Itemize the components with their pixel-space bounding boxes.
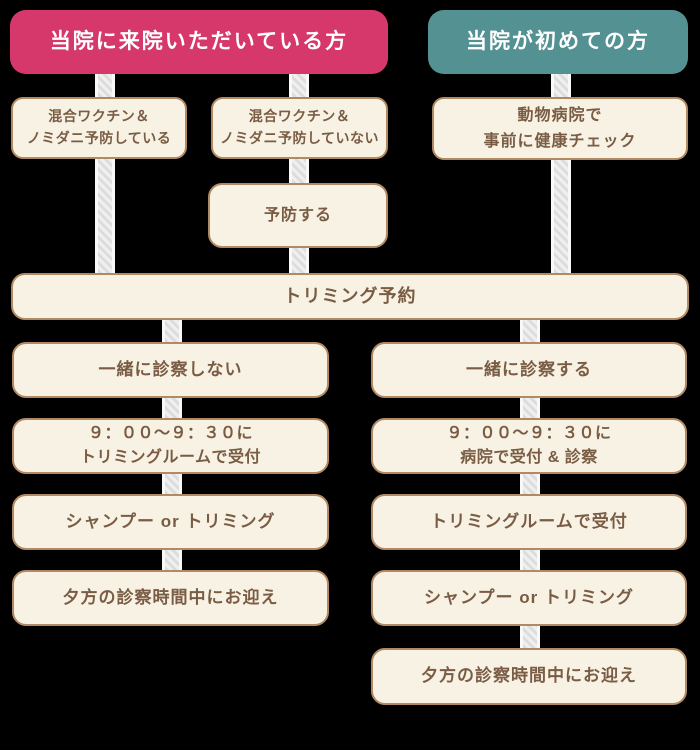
connector: [520, 547, 540, 574]
box-joint-exam: 一緒に診察する: [371, 342, 687, 398]
connector: [162, 547, 182, 574]
connector: [289, 244, 309, 277]
box-right-trimming-room: トリミングルームで受付: [371, 494, 687, 550]
box-right-reception: ９：００～９：３０に 病院で受付 & 診察: [371, 418, 687, 474]
connector: [162, 395, 182, 422]
connector: [551, 70, 571, 100]
box-trimming-reservation: トリミング予約: [11, 273, 689, 320]
connector: [162, 471, 182, 498]
box-right-grooming: シャンプー or トリミング: [371, 570, 687, 626]
connector: [289, 155, 309, 187]
connector: [520, 623, 540, 652]
box-left-reception: ９：００～９：３０に トリミングルームで受付: [12, 418, 329, 474]
connector: [95, 70, 115, 100]
connector: [551, 155, 571, 277]
box-no-joint-exam: 一緒に診察しない: [12, 342, 329, 398]
connector: [95, 155, 115, 277]
box-left-pickup: 夕方の診察時間中にお迎え: [12, 570, 329, 626]
header-first-visit: 当院が初めての方: [428, 10, 688, 74]
box-vaccinated: 混合ワクチン＆ ノミダニ予防している: [11, 97, 187, 159]
connector: [162, 316, 182, 346]
connector: [520, 316, 540, 346]
connector: [520, 471, 540, 498]
box-prevent: 予防する: [208, 183, 388, 248]
header-returning-patients: 当院に来院いただいている方: [10, 10, 388, 74]
connector: [520, 395, 540, 422]
connector: [289, 70, 309, 100]
box-not-vaccinated: 混合ワクチン＆ ノミダニ予防していない: [211, 97, 388, 159]
box-left-grooming: シャンプー or トリミング: [12, 494, 329, 550]
box-right-pickup: 夕方の診察時間中にお迎え: [371, 648, 687, 705]
box-health-check: 動物病院で 事前に健康チェック: [432, 97, 688, 160]
